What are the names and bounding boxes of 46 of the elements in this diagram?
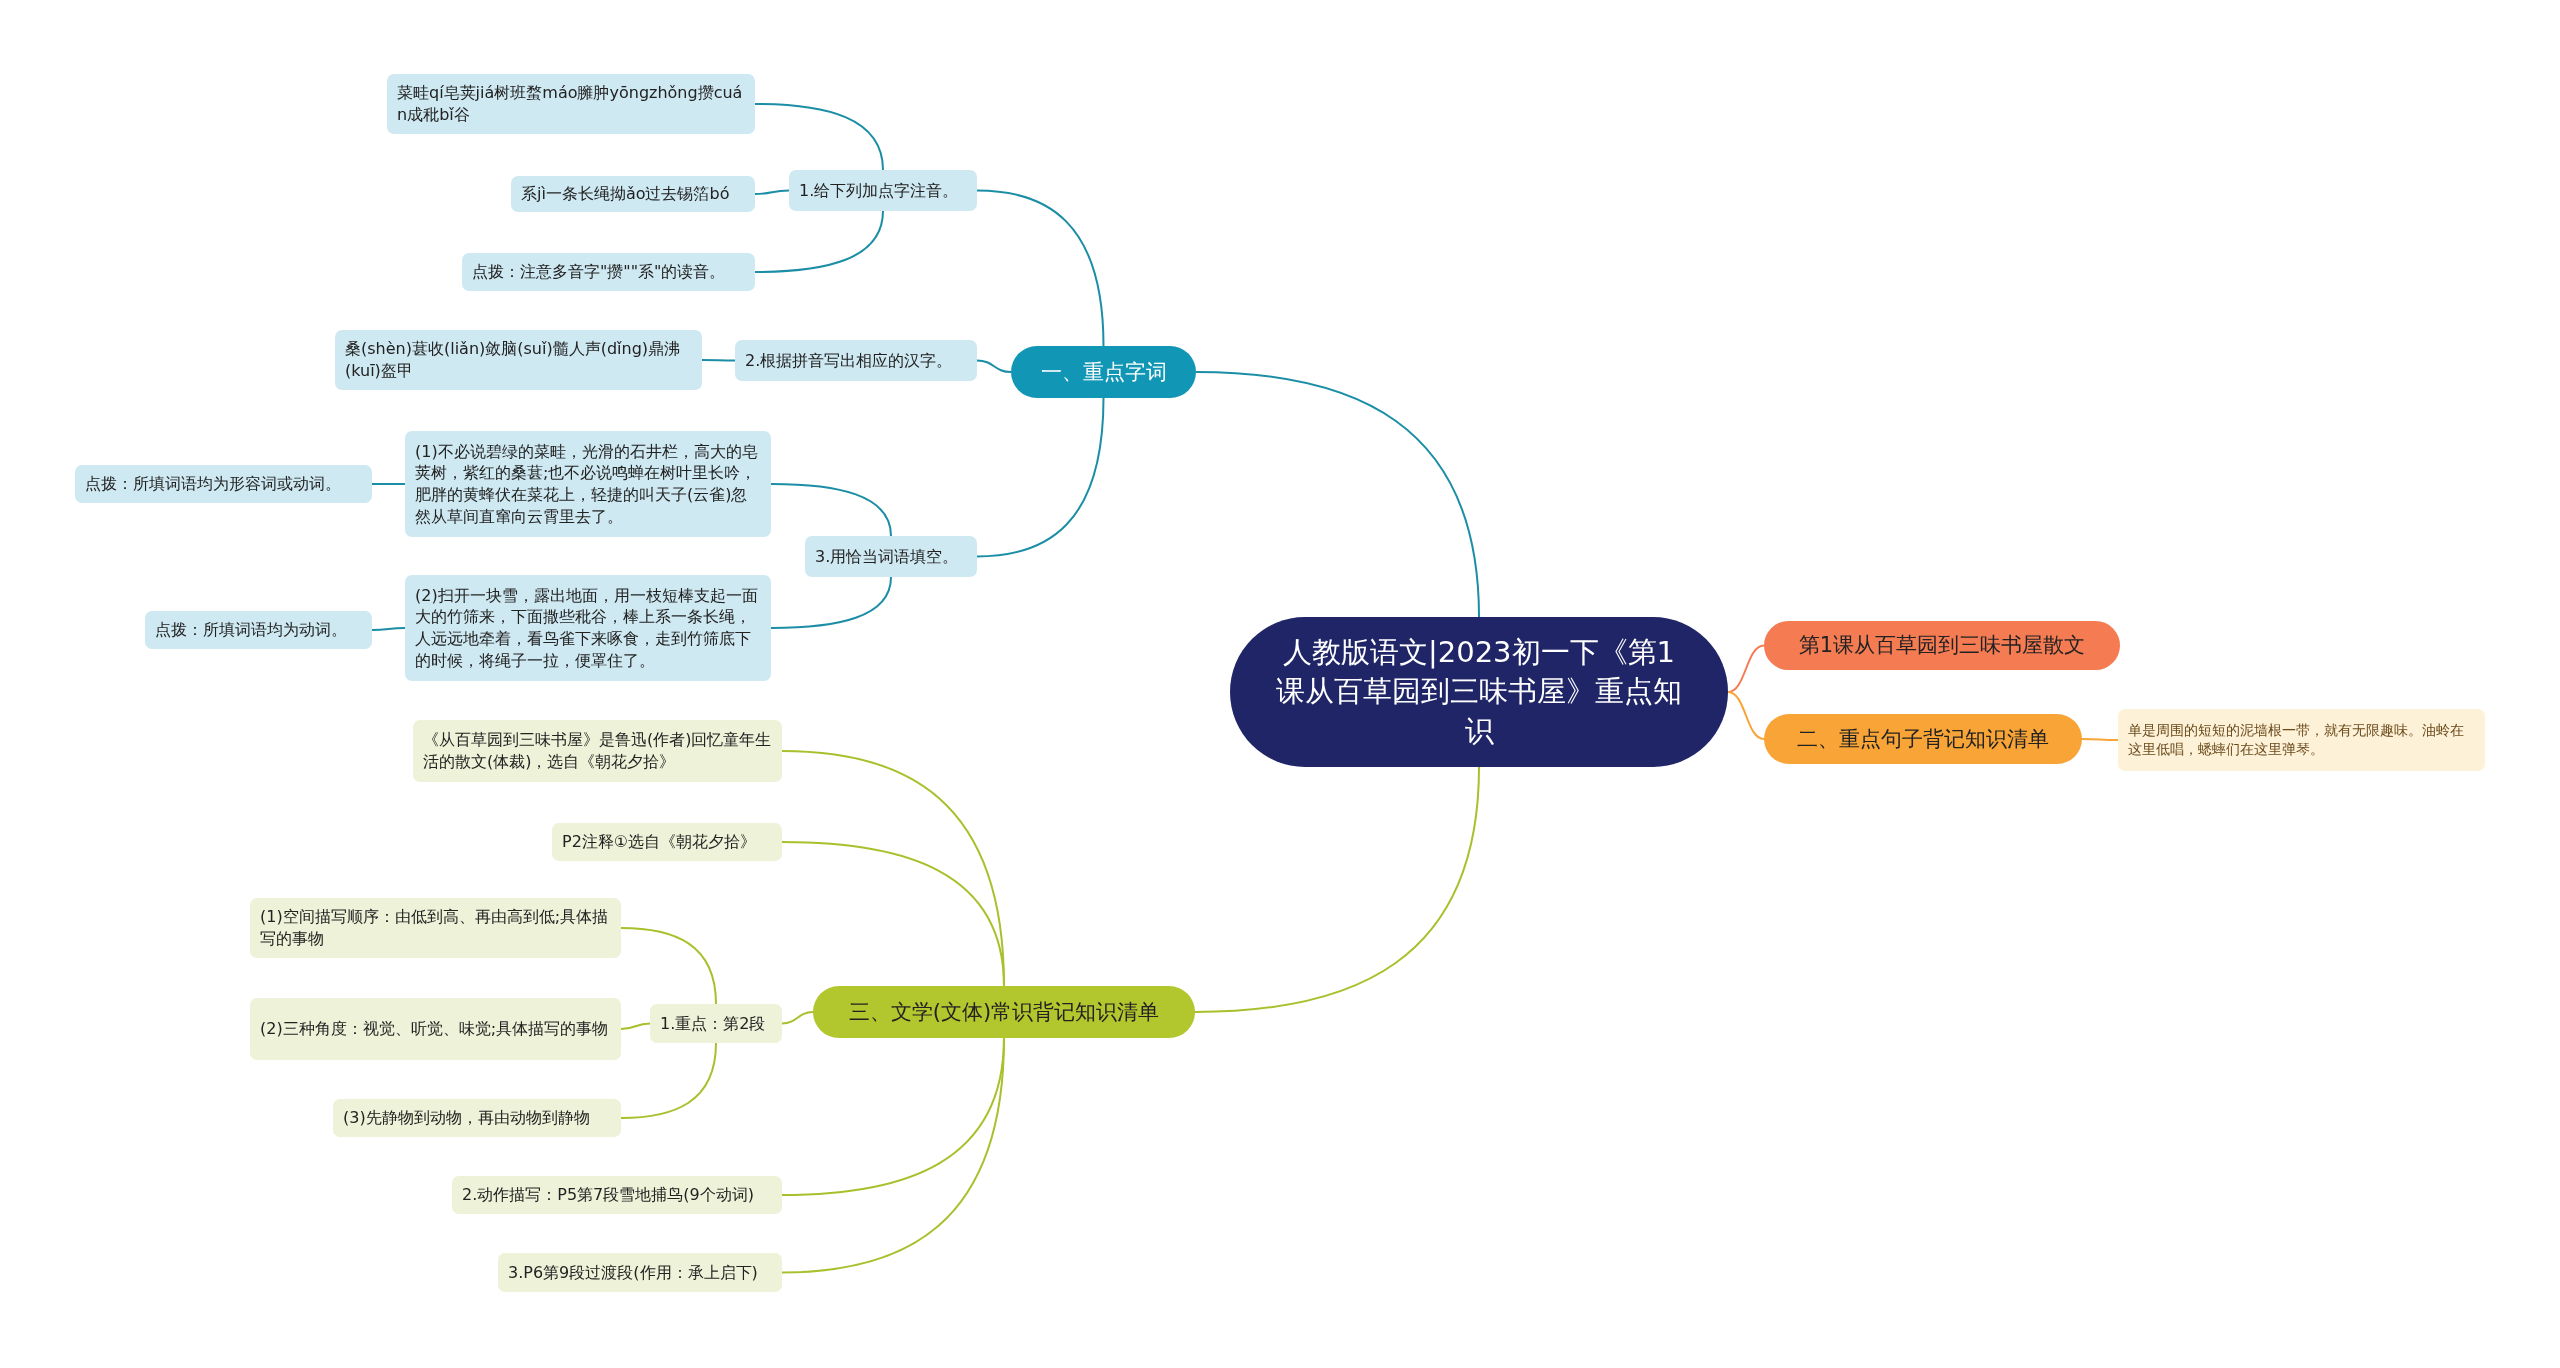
note-box: (2)扫开一块雪，露出地面，用一枝短棒支起一面大的竹筛来，下面撒些秕谷，棒上系一条长绳，人远远地牵着，看鸟雀下来啄食，走到竹筛底下的时候，将绳子一拉，便罩住了。 xyxy=(405,575,771,681)
branch-bubble: 第1课从百草园到三味书屋散文 xyxy=(1764,621,2120,670)
connector-line xyxy=(976,397,1105,558)
note-box: 3.用恰当词语填空。 xyxy=(805,536,977,577)
note-box: (2)三种角度：视觉、听觉、味觉;具体描写的事物 xyxy=(250,998,621,1060)
connector-line xyxy=(2081,738,2119,741)
note-box: (3)先静物到动物，再由动物到静物 xyxy=(333,1099,621,1137)
connector-line xyxy=(371,627,406,631)
connector-line xyxy=(976,359,1012,373)
branch-bubble: 三、文学(文体)常识背记知识清单 xyxy=(813,986,1195,1038)
note-box: 点拨：所填词语均为形容词或动词。 xyxy=(75,465,372,503)
connector-line xyxy=(1194,766,1480,1013)
connector-line xyxy=(620,927,717,1005)
note-box: 3.P6第9段过渡段(作用：承上启下) xyxy=(498,1253,782,1292)
note-box: 点拨：注意多音字"攒""系"的读音。 xyxy=(462,253,755,291)
connector-line xyxy=(1727,691,1765,740)
connector-line xyxy=(770,576,892,629)
note-box: 1.给下列加点字注音。 xyxy=(789,170,977,211)
note-box: 2.根据拼音写出相应的汉字。 xyxy=(735,340,977,381)
branch-bubble: 二、重点句子背记知识清单 xyxy=(1764,714,2082,764)
connector-line xyxy=(371,483,406,485)
note-box: 《从百草园到三味书屋》是鲁迅(作者)回忆童年生活的散文(体裁)，选自《朝花夕拾》 xyxy=(413,720,782,782)
connector-line xyxy=(781,1011,814,1025)
connector-line xyxy=(754,189,790,195)
connector-line xyxy=(770,483,892,537)
branch-bubble: 一、重点字词 xyxy=(1011,346,1196,398)
note-box: 2.动作描写：P5第7段雪地捕鸟(9个动词) xyxy=(452,1176,782,1214)
note-box: 桑(shèn)葚收(liǎn)敛脑(suǐ)髓人声(dǐng)鼎沸(kuī)盔甲 xyxy=(335,330,702,390)
note-box: 系jì一条长绳拗ǎo过去锡箔bó xyxy=(511,176,755,212)
note-box: 单是周围的短短的泥墙根一带，就有无限趣味。油蛉在这里低唱，蟋蟀们在这里弹琴。 xyxy=(2118,709,2485,771)
note-box: 菜畦qí皂荚jiá树班蝥máo臃肿yōngzhǒng攒cuán成秕bǐ谷 xyxy=(387,74,755,134)
connector-line xyxy=(976,189,1105,347)
connector-line xyxy=(620,1042,717,1119)
note-box: (1)空间描写顺序：由低到高、再由高到低;具体描写的事物 xyxy=(250,898,621,958)
note-box: (1)不必说碧绿的菜畦，光滑的石井栏，高大的皂荚树，紫红的桑葚;也不必说鸣蝉在树叶里长吟，肥胖的黄蜂伏在菜花上，轻捷的叫天子(云雀)忽然从草间直窜向云霄里去了。 xyxy=(405,431,771,537)
connector-line xyxy=(701,359,736,362)
note-box: 点拨：所填词语均为动词。 xyxy=(145,611,372,649)
connector-line xyxy=(754,210,884,273)
connector-line xyxy=(754,103,884,171)
note-box: 1.重点：第2段 xyxy=(650,1004,782,1043)
connector-line xyxy=(620,1022,651,1030)
connector-line xyxy=(781,841,1005,987)
connector-line xyxy=(781,1037,1005,1274)
topic-bubble: 人教版语文|2023初一下《第1课从百草园到三味书屋》重点知识 xyxy=(1230,617,1728,767)
note-box: P2注释①选自《朝花夕拾》 xyxy=(552,823,782,861)
connector-line xyxy=(1195,371,1480,618)
